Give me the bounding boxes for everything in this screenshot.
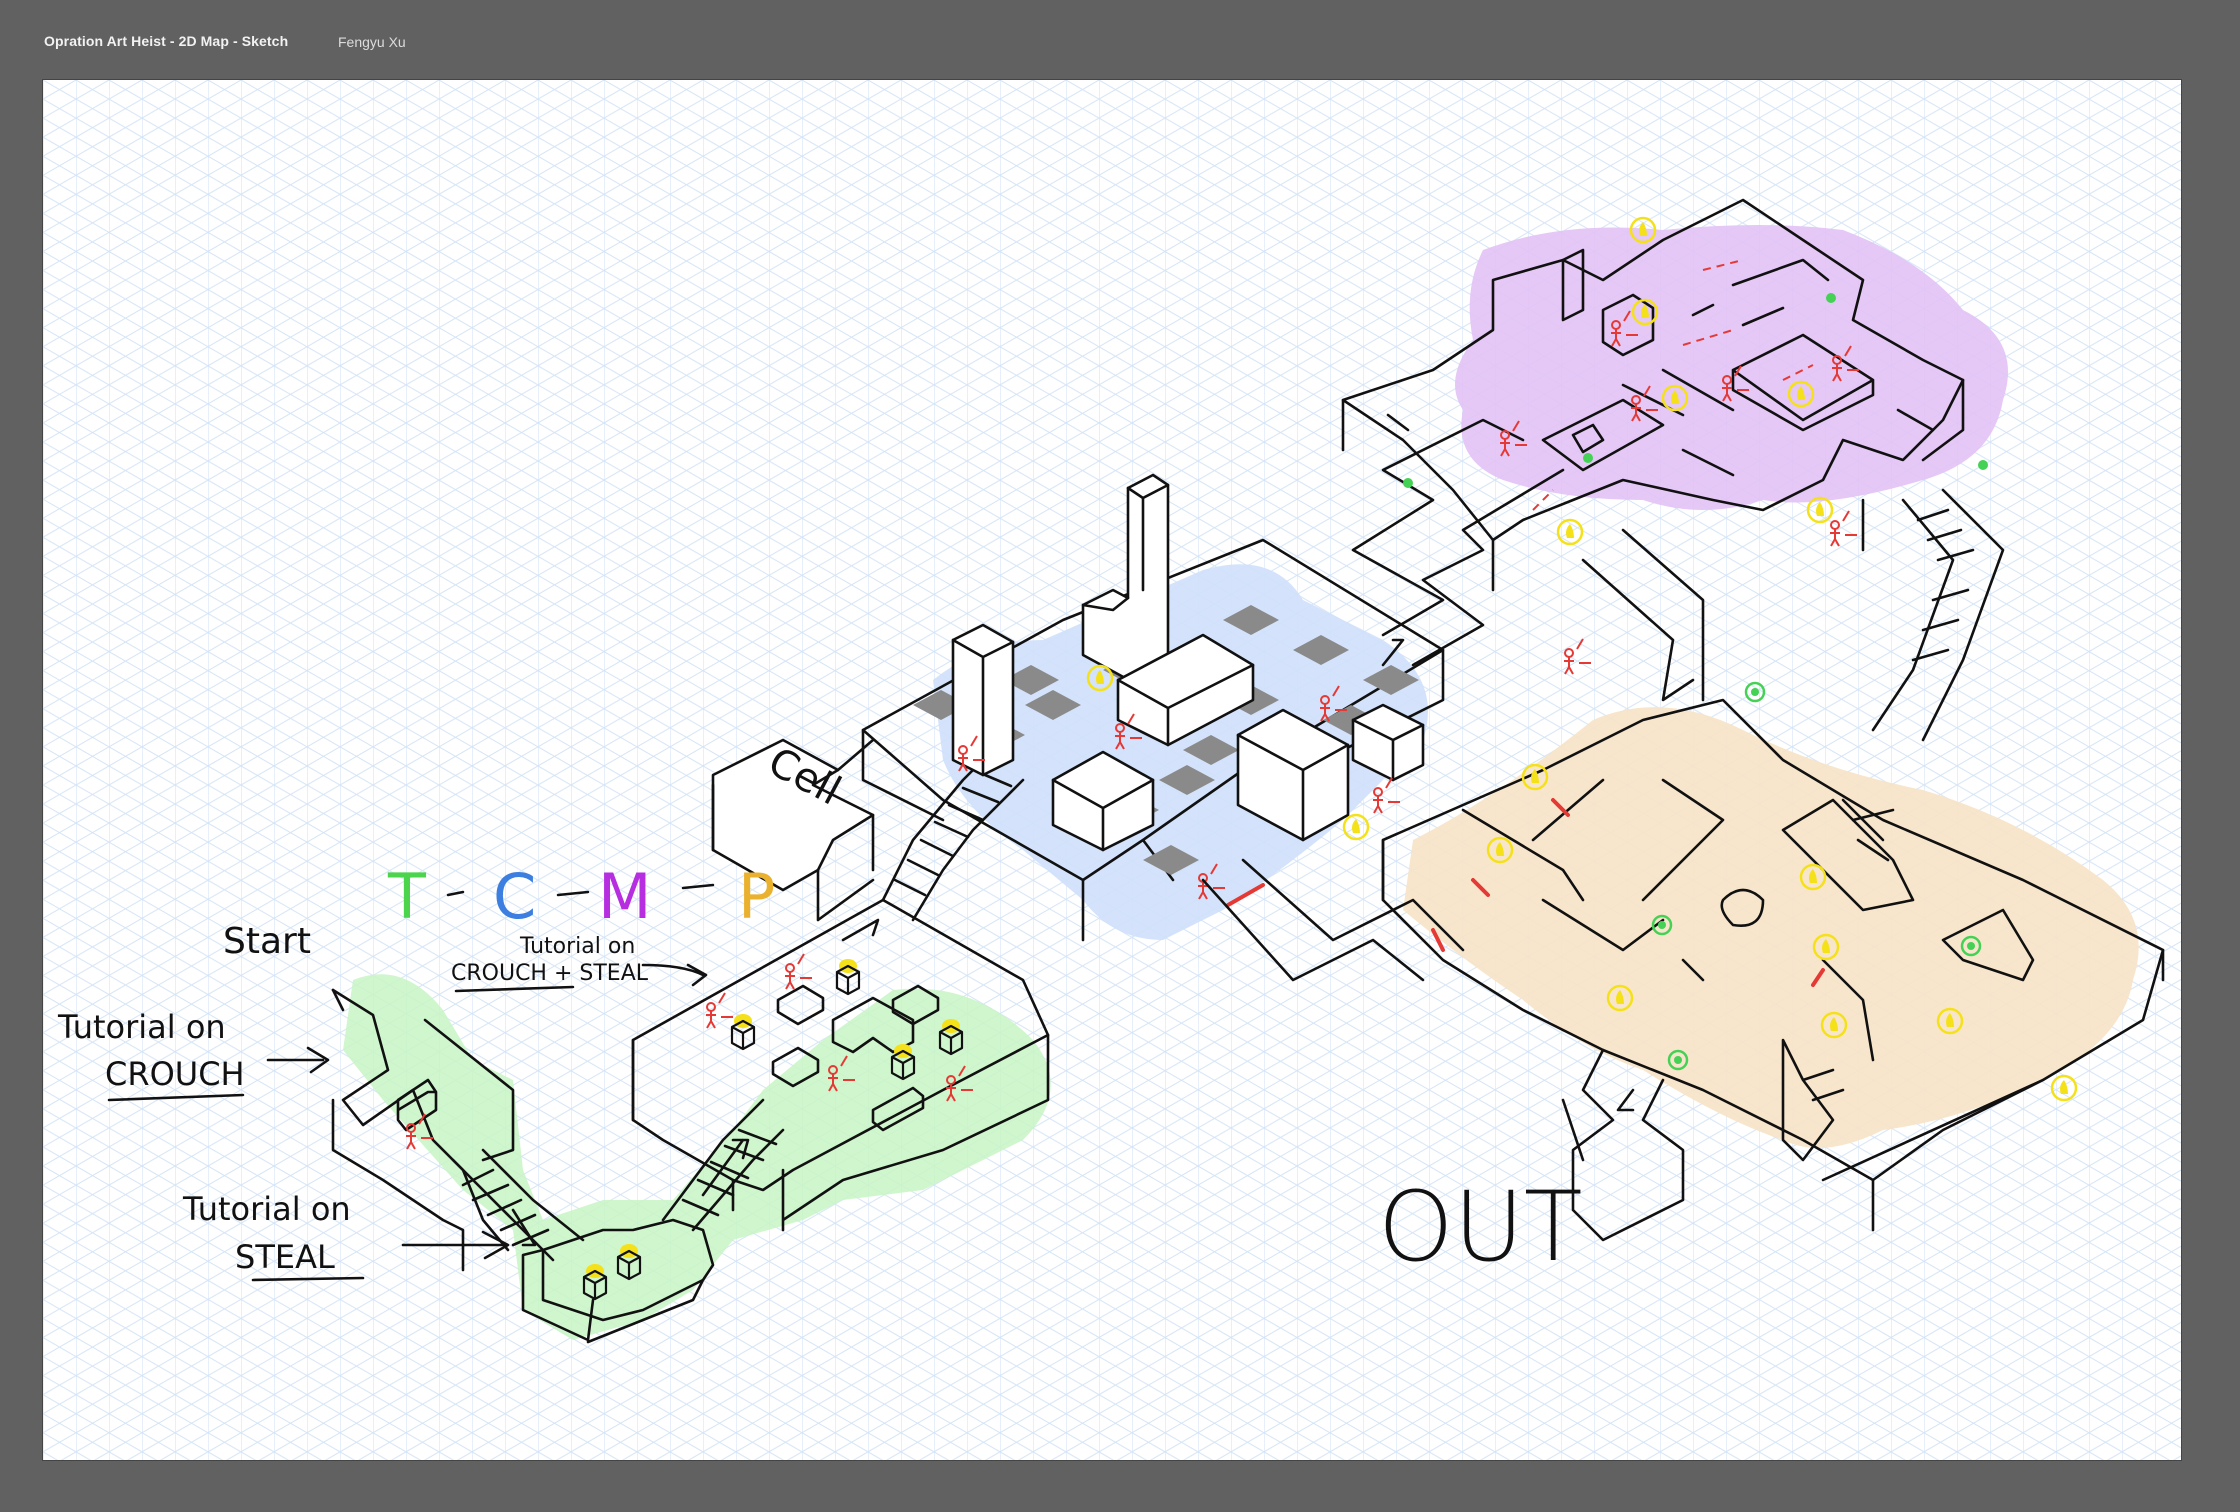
museum-room: [1341, 198, 1988, 675]
checkerboard-room: [861, 473, 1445, 942]
sequence-letter-p: P: [738, 860, 775, 933]
document-title: Opration Art Heist - 2D Map - Sketch: [44, 33, 289, 49]
document-header: Opration Art Heist - 2D Map - Sketch Fen…: [0, 0, 2240, 80]
label-tutorial-crouch-steal-line1: Tutorial on: [519, 934, 635, 959]
stairs-up-steal: [661, 1098, 785, 1232]
corridor-checkerboard-to-plaza: [1201, 858, 1465, 982]
tutorial-steal-room: [521, 1218, 715, 1344]
isometric-map-sketch: T C M P Start Tutorial on CROUCH Tutoria…: [43, 80, 2181, 1460]
arrow-crouch-steal: [454, 963, 708, 993]
stairs-down-crouch: [451, 1148, 585, 1262]
label-tutorial-steal-line2: STEAL: [235, 1238, 335, 1276]
zone-tutorial-fill: [343, 974, 1051, 1340]
sketch-canvas[interactable]: T C M P Start Tutorial on CROUCH Tutoria…: [43, 80, 2181, 1460]
cell-room: [711, 738, 875, 922]
label-tutorial-crouch-line1: Tutorial on: [57, 1008, 226, 1046]
label-start: Start: [223, 921, 311, 962]
label-tutorial-crouch-steal-line2: CROUCH + STEAL: [451, 961, 649, 986]
corridor-museum-to-plaza: [1581, 528, 1705, 702]
sequence-legend: T C M P: [387, 860, 775, 933]
zone-checkerboard-fill: [933, 564, 1428, 940]
arrow-steal: [251, 1230, 510, 1282]
sequence-letter-m: M: [598, 860, 652, 933]
corridor-checkerboard-to-museum: [1351, 418, 1565, 667]
label-tutorial-crouch-line2: CROUCH: [105, 1055, 245, 1093]
sequence-letter-c: C: [493, 860, 536, 933]
zone-plaza-fill: [1403, 707, 2139, 1148]
label-tutorial-steal-line1: Tutorial on: [182, 1190, 351, 1228]
arrow-crouch: [107, 1046, 330, 1102]
plaza-room: [1381, 681, 2165, 1242]
sequence-letter-t: T: [387, 860, 427, 933]
zone-museum-fill: [1455, 225, 2008, 510]
document-author[interactable]: Fengyu Xu: [338, 34, 406, 50]
label-out: OUT: [1378, 1171, 1582, 1283]
tutorial-crouch-corridor: [331, 988, 515, 1272]
stairs-museum-to-plaza: [1871, 488, 2005, 742]
tutorial-crouch-steal-room: [631, 898, 1050, 1232]
